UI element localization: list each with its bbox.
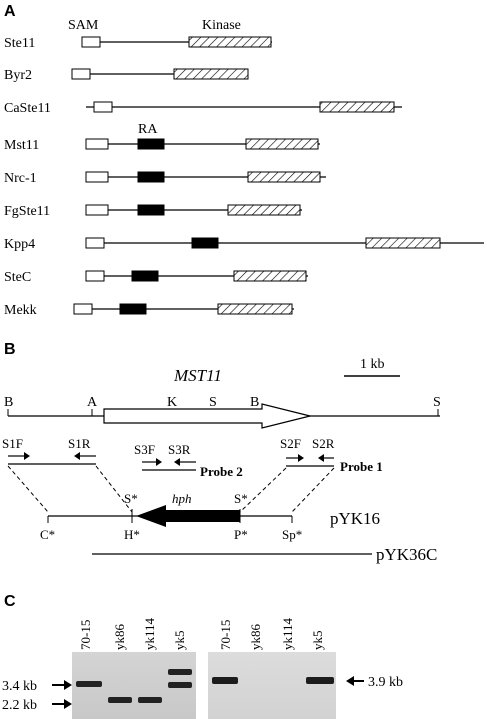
ra-header: RA	[138, 122, 158, 137]
protein-label-fgste11: FgSte11	[4, 204, 50, 219]
dashed-guide	[239, 467, 287, 513]
protein-label-caste11: CaSte11	[4, 101, 51, 116]
ra-domain	[131, 270, 159, 282]
panel-b-label: B	[4, 341, 16, 358]
protein-label-nrc1: Nrc-1	[4, 171, 37, 186]
primer-s2f-label: S2F	[280, 436, 301, 451]
primer-s2f-arrowhead	[298, 454, 304, 462]
band	[76, 681, 102, 687]
site-label-a: A	[87, 395, 98, 410]
sam-domain	[85, 171, 109, 183]
kinase-domain	[188, 36, 272, 48]
site-label-h-star: H*	[124, 527, 140, 542]
ra-domain	[191, 237, 219, 249]
sam-header: SAM	[68, 18, 99, 33]
kinase-domain	[365, 237, 441, 249]
dashed-guide	[95, 465, 133, 513]
primer-s3f-label: S3F	[134, 442, 155, 457]
protein-label-ste11: Ste11	[4, 36, 35, 51]
lane-label: 70-15	[218, 620, 233, 650]
primer-s1r-label: S1R	[68, 436, 91, 451]
lane-label: yk5	[310, 631, 325, 651]
kinase-domain	[217, 303, 293, 315]
hph-label: hph	[172, 491, 192, 506]
protein-label-stec: SteC	[4, 270, 31, 285]
band	[138, 697, 162, 703]
size-marker-3-4kb: 3.4 kb	[2, 679, 37, 694]
ra-domain	[137, 171, 165, 183]
ra-domain	[119, 303, 147, 315]
marker-arrowhead	[64, 699, 72, 709]
dashed-guide	[291, 467, 335, 513]
lane-label: yk114	[142, 617, 157, 650]
southern-blot-right	[208, 652, 336, 719]
size-marker-2-2kb: 2.2 kb	[2, 698, 37, 713]
primer-s2r-label: S2R	[312, 436, 335, 451]
lane-label: yk5	[172, 631, 187, 651]
marker-arrowhead	[346, 676, 354, 686]
kinase-domain	[245, 138, 319, 150]
kinase-header: Kinase	[202, 18, 241, 33]
kinase-domain	[233, 270, 307, 282]
sam-domain	[85, 204, 109, 216]
site-label-s-star-left: S*	[124, 491, 138, 506]
site-label-b2: B	[250, 395, 259, 410]
ra-domain	[137, 204, 165, 216]
plasmid-pyk16-label: pYK16	[330, 509, 380, 528]
lane-label: 70-15	[78, 620, 93, 650]
band	[168, 682, 192, 688]
primer-s2r-arrowhead	[318, 454, 324, 462]
probe2-label: Probe 2	[200, 464, 243, 479]
sam-domain	[81, 36, 101, 48]
panel-a-label: A	[4, 3, 16, 20]
site-label-s: S	[209, 395, 217, 410]
primer-s1r-arrowhead	[74, 452, 80, 460]
panel-c-label: C	[4, 593, 16, 610]
sam-domain	[85, 138, 109, 150]
site-label-c-star: C*	[40, 527, 55, 542]
primer-s3f-arrowhead	[156, 458, 162, 466]
sam-domain	[93, 101, 113, 113]
kinase-domain	[173, 68, 249, 80]
size-marker-3-9kb: 3.9 kb	[368, 675, 403, 690]
band	[108, 697, 132, 703]
sam-domain	[71, 68, 91, 80]
primer-s1f-label: S1F	[2, 436, 23, 451]
site-label-p-star: P*	[234, 527, 248, 542]
hph-arrow	[136, 505, 240, 527]
kinase-domain	[227, 204, 301, 216]
dashed-guide	[7, 465, 49, 513]
protein-label-mst11: Mst11	[4, 138, 39, 153]
sam-domain	[85, 237, 105, 249]
kinase-domain	[247, 171, 321, 183]
site-label-b: B	[4, 395, 13, 410]
sam-domain	[85, 270, 105, 282]
lane-label: yk86	[112, 624, 127, 651]
protein-label-kpp4: Kpp4	[4, 237, 35, 252]
site-label-s-star-right: S*	[234, 491, 248, 506]
primer-s1f-arrowhead	[24, 452, 30, 460]
probe1-label: Probe 1	[340, 459, 383, 474]
band	[212, 677, 238, 684]
kinase-domain	[319, 101, 395, 113]
gene-name: MST11	[173, 366, 222, 385]
primer-s3r-label: S3R	[168, 442, 191, 457]
scale-bar-label: 1 kb	[360, 357, 385, 372]
orf-arrow	[103, 403, 311, 429]
lane-label: yk86	[248, 624, 263, 651]
lane-label: yk114	[280, 617, 295, 650]
marker-arrowhead	[64, 680, 72, 690]
sam-domain	[73, 303, 93, 315]
site-label-sp-star: Sp*	[282, 527, 302, 542]
protein-label-mekk: Mekk	[4, 303, 37, 318]
protein-label-byr2: Byr2	[4, 68, 32, 83]
primer-s3r-arrowhead	[174, 458, 180, 466]
band	[306, 677, 334, 684]
plasmid-pyk36c-label: pYK36C	[376, 545, 437, 564]
site-label-s2: S	[433, 395, 441, 410]
site-label-k: K	[167, 395, 177, 410]
band	[168, 669, 192, 675]
ra-domain	[137, 138, 165, 150]
